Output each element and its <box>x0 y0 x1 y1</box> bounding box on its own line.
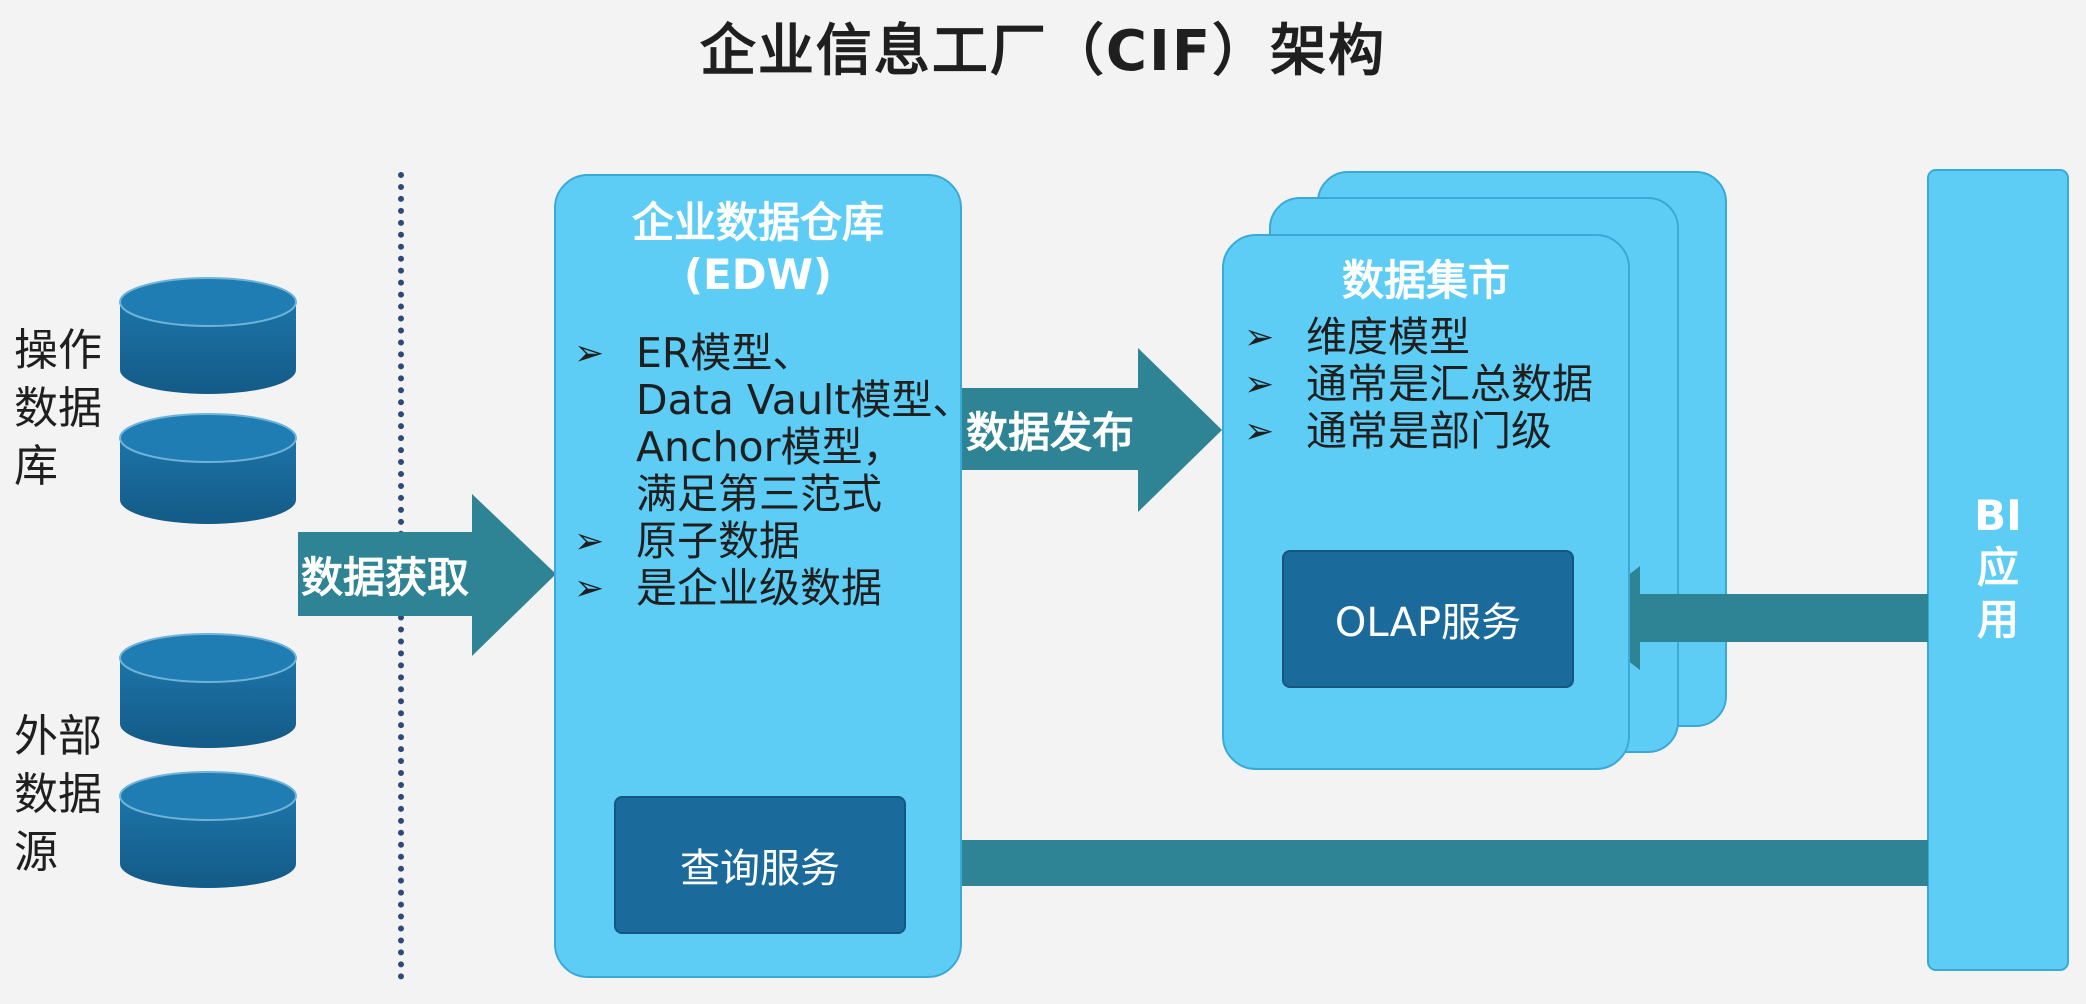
edw-bullet: ➢ ER模型、 Data Vault模型、 Anchor模型， 满足第三范式 <box>574 330 973 518</box>
bi-application-label: BI 应 用 <box>1974 491 2022 644</box>
edw-subtitle: (EDW) <box>683 250 833 299</box>
edw-bullet-text: 是企业级数据 <box>636 564 882 612</box>
publish-arrow-label: 数据发布 <box>965 407 1134 457</box>
diagram-title: 企业信息工厂（CIF）架构 <box>699 19 1387 84</box>
mart-bullet: ➢ 通常是部门级 <box>1244 408 1593 455</box>
mart-bullet-list: ➢ 维度模型 ➢ 通常是汇总数据 ➢ 通常是部门级 <box>1244 314 1593 455</box>
bullet-arrow-icon: ➢ <box>1244 364 1275 405</box>
query-service-box[interactable]: 查询服务 <box>614 796 906 934</box>
mart-bullet-text: 维度模型 <box>1306 313 1470 361</box>
edw-box: 企业数据仓库 (EDW) ➢ ER模型、 Data Vault模型、 Anchor… <box>554 174 973 978</box>
publish-arrow <box>962 348 1222 512</box>
edw-bullet-text: 原子数据 <box>636 517 800 565</box>
mart-bullet: ➢ 维度模型 <box>1244 314 1593 361</box>
data-mart-box: 数据集市 ➢ 维度模型 ➢ 通常是汇总数据 ➢ 通常是部门级 OLAP服务 <box>1222 234 1630 770</box>
bullet-arrow-icon: ➢ <box>1244 411 1275 452</box>
bullet-arrow-icon: ➢ <box>574 521 605 562</box>
bullet-arrow-icon: ➢ <box>574 333 605 374</box>
edw-bullet: ➢ 是企业级数据 <box>574 565 973 612</box>
database-cylinder-1 <box>119 277 297 394</box>
olap-service-box[interactable]: OLAP服务 <box>1282 550 1574 688</box>
mart-bullet-text: 通常是汇总数据 <box>1306 360 1593 408</box>
mart-bullet-text: 通常是部门级 <box>1306 407 1552 455</box>
external-source-label: 外部 数据 源 <box>14 711 102 878</box>
database-cylinder-2 <box>119 413 297 524</box>
edw-bullet-text: ER模型、 Data Vault模型、 Anchor模型， 满足第三范式 <box>636 329 974 518</box>
edw-title: 企业数据仓库 <box>631 198 884 247</box>
data-mart-title: 数据集市 <box>1341 256 1510 305</box>
acquire-arrow-label: 数据获取 <box>300 552 469 602</box>
edw-bullet: ➢ 原子数据 <box>574 518 973 565</box>
query-arrow <box>906 816 1928 912</box>
edw-bullet-list: ➢ ER模型、 Data Vault模型、 Anchor模型， 满足第三范式 ➢ 原… <box>574 330 973 612</box>
bi-application-bar <box>1927 169 2069 971</box>
mart-bullet: ➢ 通常是汇总数据 <box>1244 361 1593 408</box>
operational-db-label: 操作 数据 库 <box>14 325 102 492</box>
olap-arrow <box>1572 566 1928 670</box>
bullet-arrow-icon: ➢ <box>574 568 605 609</box>
database-cylinder-3 <box>119 633 297 748</box>
acquire-arrow <box>298 494 556 656</box>
database-cylinder-4 <box>119 771 297 888</box>
bullet-arrow-icon: ➢ <box>1244 317 1275 358</box>
